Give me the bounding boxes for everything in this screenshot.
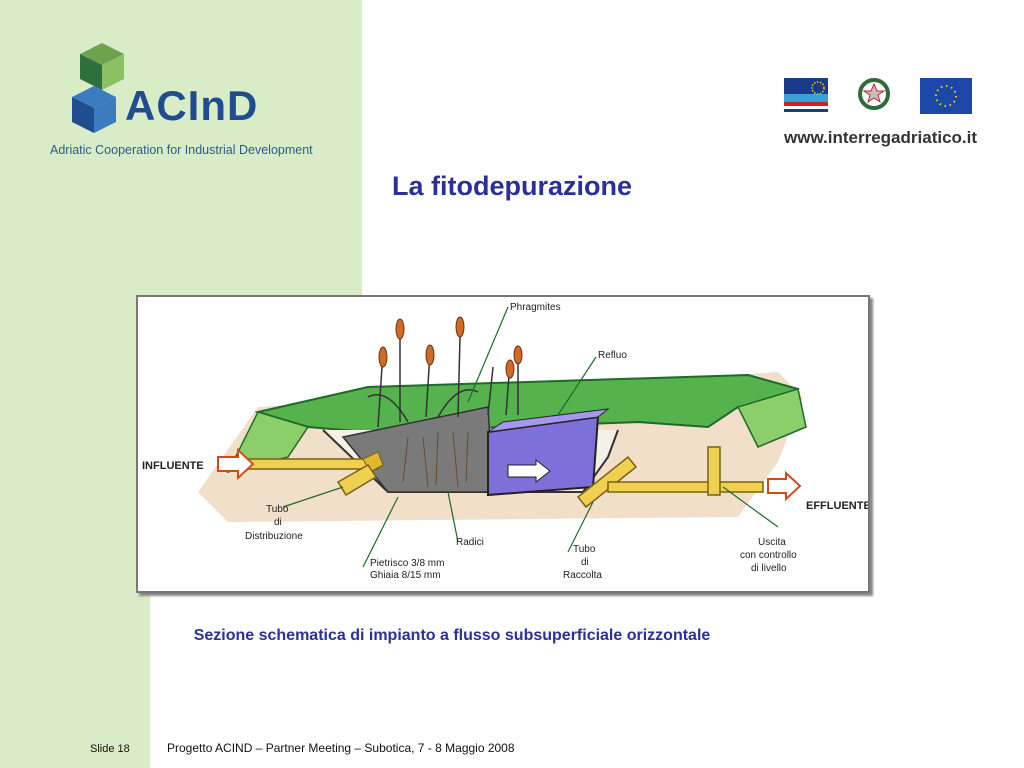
label-phragmites: Phragmites <box>510 302 561 313</box>
slide-number: Slide 18 <box>90 743 130 755</box>
label-tubo-distribuzione-1: Tubo <box>266 504 289 515</box>
partner-flags <box>784 78 972 114</box>
label-tubo-distribuzione-2: di <box>274 517 282 528</box>
footer-text: Progetto ACIND – Partner Meeting – Subot… <box>167 741 515 755</box>
slide-title: La fitodepurazione <box>391 171 632 201</box>
website-url[interactable]: www.interregadriatico.it <box>784 128 978 147</box>
schematic-drawing: Phragmites Refluo INFLUENTE EFFLUENTE Tu… <box>142 302 871 581</box>
phytodepuration-schematic: Phragmites Refluo INFLUENTE EFFLUENTE Tu… <box>136 295 871 593</box>
label-pietrisco: Pietrisco 3/8 mm <box>370 558 444 569</box>
label-ghiaia: Ghiaia 8/15 mm <box>370 570 441 581</box>
label-tubo-raccolta-2: di <box>581 557 589 568</box>
label-influente: INFLUENTE <box>142 460 204 472</box>
label-tubo-distribuzione-3: Distribuzione <box>245 531 303 542</box>
label-refluo: Refluo <box>598 350 627 361</box>
left-green-band <box>0 0 150 768</box>
label-tubo-raccolta-3: Raccolta <box>563 570 602 581</box>
label-uscita-1: Uscita <box>758 537 786 548</box>
top-green-band <box>150 0 362 300</box>
label-uscita-3: di livello <box>751 563 787 574</box>
label-tubo-raccolta-1: Tubo <box>573 544 596 555</box>
figure-caption: Sezione schematica di impianto a flusso … <box>193 627 711 644</box>
eu-flag-icon <box>920 78 972 114</box>
logo-text: ACInD <box>125 82 259 129</box>
logo-subtitle: Adriatic Cooperation for Industrial Deve… <box>50 143 313 157</box>
acind-logo-icon <box>72 43 124 133</box>
label-radici: Radici <box>456 537 484 548</box>
italian-emblem-icon <box>858 78 890 110</box>
interreg-flag-icon <box>784 78 828 112</box>
label-effluente: EFFLUENTE <box>806 500 868 512</box>
label-uscita-2: con controllo <box>740 550 797 561</box>
